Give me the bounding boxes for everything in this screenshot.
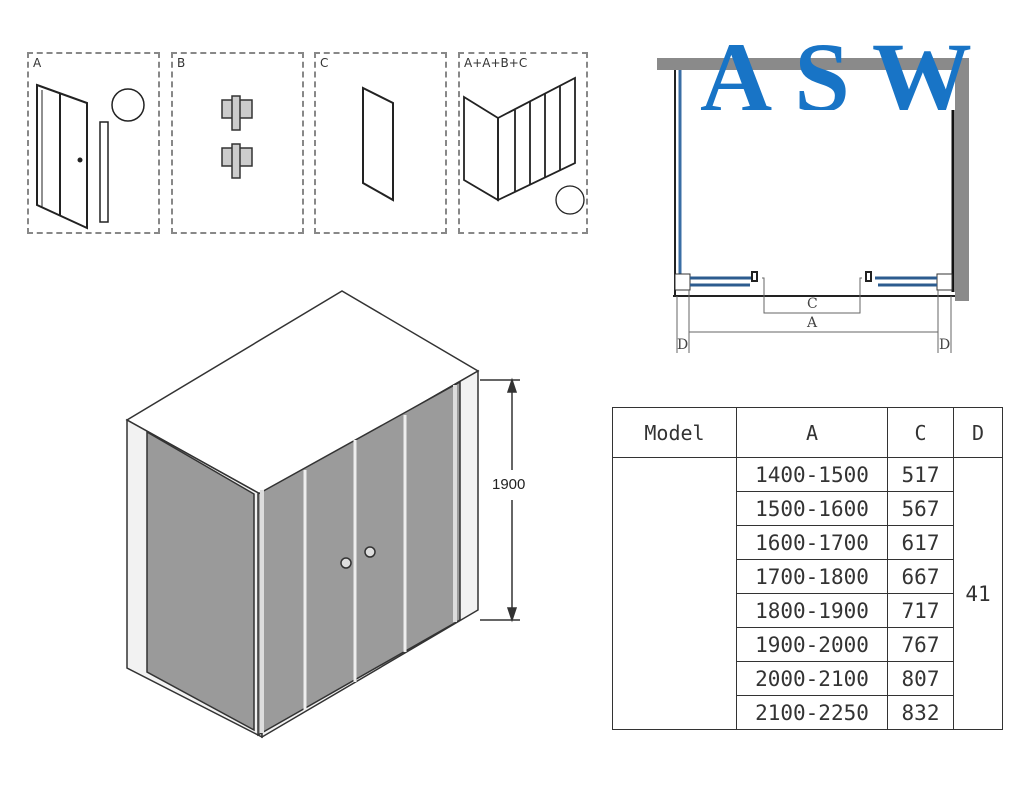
- component-label: A+A+B+C: [464, 56, 528, 70]
- cell-d: 41: [953, 457, 1003, 730]
- cell-c: 667: [887, 559, 954, 594]
- header-c: C: [887, 407, 954, 458]
- sliding-door-drawing: [36, 83, 145, 230]
- component-panel-assembly: A+A+B+C: [458, 52, 588, 234]
- bracket-drawing: [221, 95, 253, 179]
- plan-label-a: A: [807, 315, 818, 331]
- shower-enclosure-3d: [125, 290, 520, 739]
- side-panel-drawing: [362, 86, 394, 202]
- cell-a: 1800-1900: [736, 593, 888, 628]
- height-dimension: 1900: [492, 476, 526, 493]
- cell-a: 2100-2250: [736, 695, 888, 730]
- cell-a: 2000-2100: [736, 661, 888, 696]
- cell-a: 1400-1500: [736, 457, 888, 492]
- model-cell: [612, 457, 737, 730]
- plan-label-d-left: D: [677, 337, 689, 353]
- plan-view: [657, 58, 969, 353]
- cell-c: 832: [887, 695, 954, 730]
- cell-c: 617: [887, 525, 954, 560]
- header-d: D: [953, 407, 1003, 458]
- component-label: A: [33, 56, 42, 70]
- component-panel-b: B: [171, 52, 304, 234]
- component-panel-a: A: [27, 52, 160, 234]
- header-a: A: [736, 407, 888, 458]
- cell-c: 767: [887, 627, 954, 662]
- table-header-row: Model A C D: [612, 407, 1003, 458]
- component-label: B: [177, 56, 186, 70]
- header-model: Model: [612, 407, 737, 458]
- brand-logo: ASW: [700, 28, 994, 110]
- cell-c: 517: [887, 457, 954, 492]
- cell-c: 717: [887, 593, 954, 628]
- cell-c: 807: [887, 661, 954, 696]
- assembly-drawing: [463, 76, 585, 215]
- cell-c: 567: [887, 491, 954, 526]
- cell-a: 1600-1700: [736, 525, 888, 560]
- cell-a: 1500-1600: [736, 491, 888, 526]
- plan-label-c: C: [807, 296, 818, 312]
- cell-a: 1700-1800: [736, 559, 888, 594]
- cell-a: 1900-2000: [736, 627, 888, 662]
- component-label: C: [320, 56, 329, 70]
- plan-label-d-right: D: [939, 337, 951, 353]
- table-row: 1400-1500 517 41: [612, 457, 1003, 730]
- component-panel-c: C: [314, 52, 447, 234]
